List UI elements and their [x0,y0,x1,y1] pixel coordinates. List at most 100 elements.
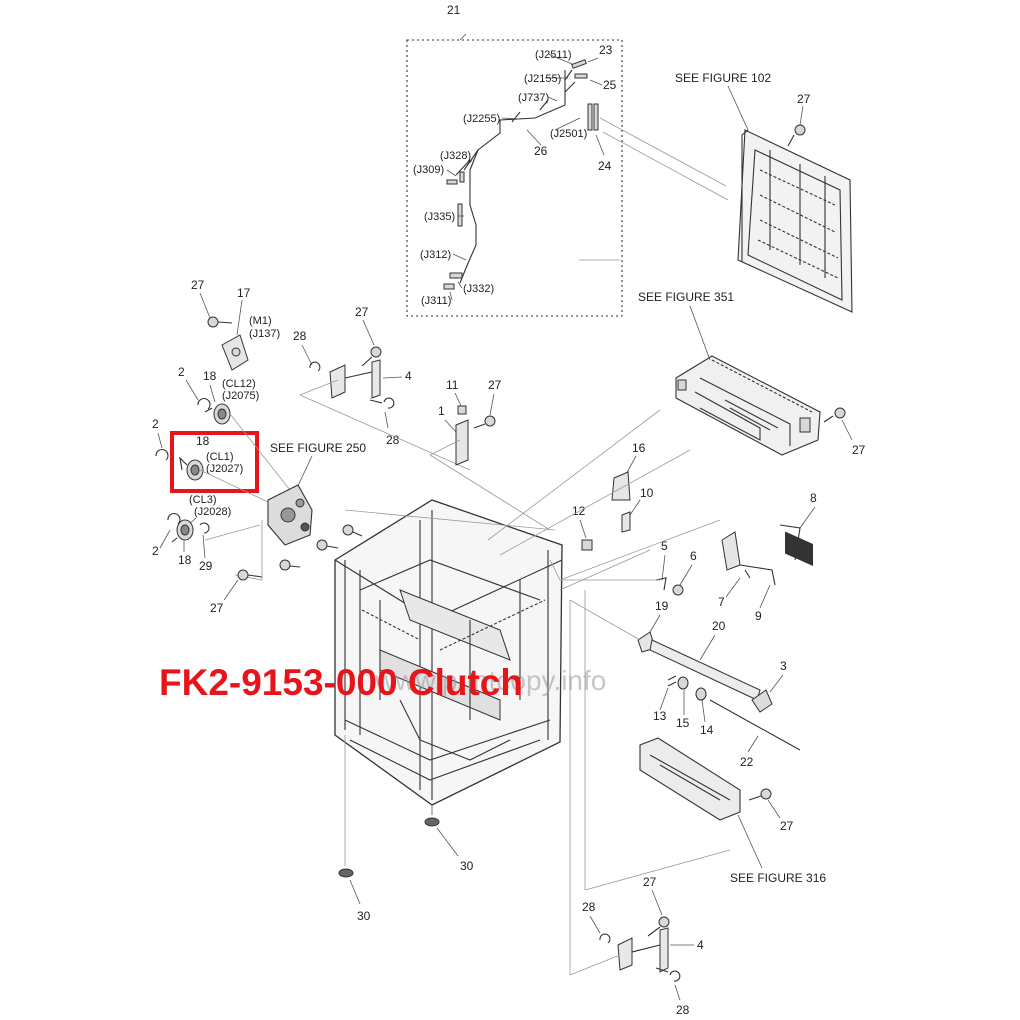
clutch-cl12 [204,403,231,425]
callout-27-upper-bracket: 27 [355,305,369,319]
callout-16: 16 [632,441,646,455]
overlay-title: FK2-9153-000 Clutch [159,662,523,703]
bracket-4-upper [329,359,381,399]
connector-j2511: (J2511) [535,49,571,61]
part-11 [457,405,467,415]
callout-14: 14 [700,723,714,737]
callout-4-upper: 4 [405,369,412,383]
connector-cl1: (CL1) [206,451,234,463]
callout-27-motor: 27 [191,278,205,292]
callout-18-cl3: 18 [178,553,192,567]
callout-27-drive: 27 [210,601,224,615]
callout-6: 6 [690,549,697,563]
screw [787,124,806,147]
callout-25: 25 [603,78,617,92]
callout-18-cl1: 18 [196,434,210,448]
foot [424,817,440,827]
callout-7: 7 [718,595,725,609]
highlight-box-cl1 [170,431,259,493]
callout-9: 9 [755,609,762,623]
part-3 [751,689,773,713]
screw [279,524,363,571]
callout-28-lower-a: 28 [582,900,596,914]
connector-j311: (J311) [421,295,451,307]
callout-8: 8 [810,491,817,505]
watermark: www.printcopy.info [374,665,606,696]
callout-28-upper-b: 28 [386,433,400,447]
callout-27-lower: 27 [643,875,657,889]
reference-figure-102: SEE FIGURE 102 [675,71,771,85]
connector-cl12: (CL12) [222,378,256,390]
callout-27-top-right: 27 [797,92,811,106]
callout-1: 1 [438,404,445,418]
callout-30-left: 30 [357,909,371,923]
callout-2-cl1: 2 [152,417,159,431]
connector-m1: (M1) [249,315,272,327]
callout-28-upper-a: 28 [293,329,307,343]
part-8 [779,524,801,561]
foot [338,868,354,878]
callout-17: 17 [237,286,251,300]
part-12 [581,539,593,551]
connector-j335: (J335) [424,211,455,223]
connector-j2028: (J2028) [194,506,231,518]
shaft-22 [709,699,801,751]
connector-j328: (J328) [440,150,471,162]
connector-j137: (J137) [249,328,280,340]
screw [823,407,846,423]
callout-2-cl3: 2 [152,544,159,558]
callout-15: 15 [676,716,690,730]
part-16 [611,471,631,501]
callout-27-fuser: 27 [852,443,866,457]
callout-3: 3 [780,659,787,673]
rear-panel-assembly [737,129,853,566]
callout-24: 24 [598,159,612,173]
screw [207,316,233,328]
callout-21: 21 [447,3,461,17]
bracket-7-9 [721,531,776,586]
callout-28-lower-b: 28 [676,1003,690,1017]
clutch-cl1 [179,456,204,481]
fuser-assembly [675,355,821,456]
motor-m1 [221,334,249,371]
callout-2-cl12: 2 [178,365,185,379]
connector-j332: (J332) [463,283,494,295]
connector-j309: (J309) [413,164,444,176]
callout-30-right: 30 [460,859,474,873]
callout-4-lower: 4 [697,938,704,952]
callout-20: 20 [712,619,726,633]
callout-5: 5 [661,539,668,553]
screw [647,916,670,937]
callout-27-fig316: 27 [780,819,794,833]
callout-18-cl12: 18 [203,369,217,383]
harness-group [406,33,729,317]
connector-j737: (J737) [518,92,549,104]
part-6 [672,584,684,596]
callout-29: 29 [199,559,213,573]
part-5 [655,577,667,591]
bracket-4-lower [617,927,669,973]
screw [748,788,772,801]
callout-22: 22 [740,755,754,769]
lower-assembly [639,737,741,821]
screw [361,346,382,367]
main-frame [334,499,563,806]
reference-figure-351: SEE FIGURE 351 [638,290,734,304]
reference-figure-316: SEE FIGURE 316 [730,871,826,885]
callout-13: 13 [653,709,667,723]
connector-j2501: (J2501) [550,128,587,140]
drive-assembly [267,484,313,546]
connector-j2027: (J2027) [206,463,243,475]
clutch-cl3 [167,513,210,543]
connector-cl3: (CL3) [189,494,217,506]
connector-j2075: (J2075) [222,390,259,402]
callout-27-item1: 27 [488,378,502,392]
screw [473,415,496,429]
connector-j312: (J312) [420,249,451,261]
reference-figure-250: SEE FIGURE 250 [270,441,366,455]
part-1 [455,419,469,466]
callout-19: 19 [655,599,669,613]
harness-cable [459,70,566,284]
screw [237,569,263,581]
